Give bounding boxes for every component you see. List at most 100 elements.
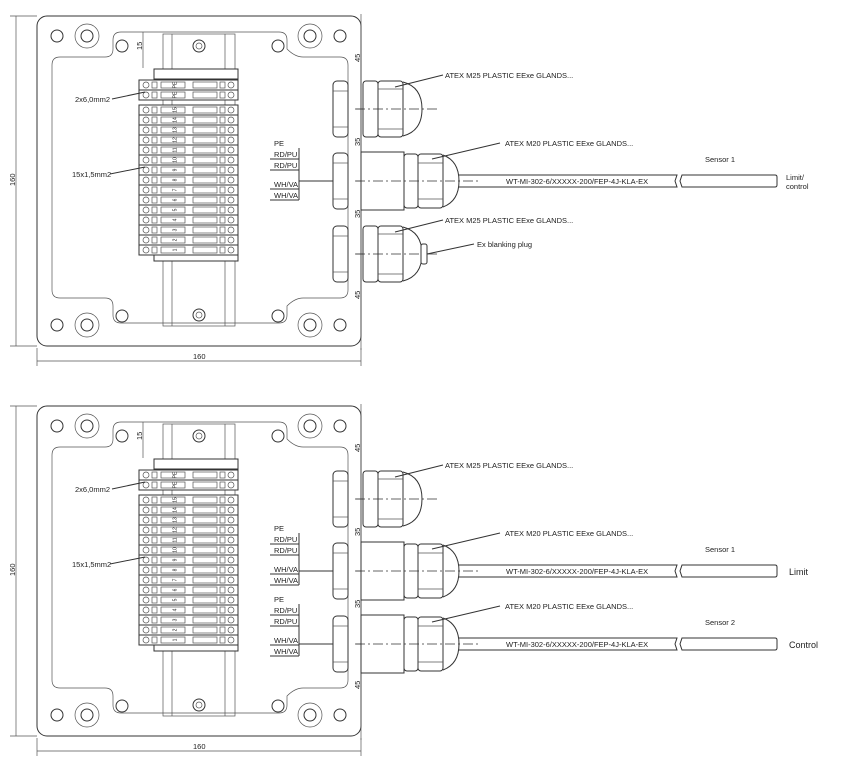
terminal-slot	[151, 136, 158, 144]
terminal-slot	[151, 216, 158, 224]
terminal-number: 14	[172, 117, 178, 123]
terminal-slot	[151, 636, 158, 644]
terminal-number: 3	[172, 228, 178, 231]
end-stop-top	[153, 68, 239, 80]
leader-line	[431, 605, 501, 623]
terminal-slot	[219, 81, 226, 89]
terminal: 10	[138, 154, 239, 166]
sensor-label: Sensor 1	[705, 155, 735, 164]
terminal-body	[138, 634, 239, 646]
terminal-screw-right	[227, 236, 235, 244]
terminal-marker	[160, 556, 186, 564]
mounting-hole	[303, 708, 317, 722]
terminal-marker-blank	[192, 186, 218, 194]
terminal-number: 4	[172, 608, 178, 611]
dimension-segment: 35	[353, 138, 362, 146]
terminal-screw-left	[142, 526, 150, 534]
terminal-screw-right	[227, 116, 235, 124]
terminal-marker	[160, 156, 186, 164]
terminal-number: 12	[172, 137, 178, 143]
lid-screw-hole	[115, 429, 129, 443]
terminal-screw-right	[227, 136, 235, 144]
mounting-boss	[74, 702, 100, 728]
terminal-marker	[160, 596, 186, 604]
terminal-body	[138, 234, 239, 246]
gland-locknut	[332, 615, 349, 673]
terminal-screw-right	[227, 546, 235, 554]
terminal-body	[138, 184, 239, 196]
terminal-slot	[219, 196, 226, 204]
terminal-body	[138, 584, 239, 596]
screw-hole	[50, 419, 64, 433]
terminal-marker	[160, 106, 186, 114]
terminal-marker	[160, 566, 186, 574]
terminal-slot	[219, 616, 226, 624]
terminal-number: 13	[172, 517, 178, 523]
terminal: 15	[138, 494, 239, 506]
enclosure-cavity	[51, 31, 349, 324]
terminal-slot	[219, 126, 226, 134]
terminal-number: 12	[172, 527, 178, 533]
cable-end	[679, 564, 778, 578]
gland-2: WT-MI-302-6/XXXXX-200/FEP-4J-KLA-EXSenso…	[332, 529, 809, 601]
drawing-2: 15PEPE1514131211109876543212x6,0mm215x1,…	[8, 404, 818, 756]
terminal: 12	[138, 134, 239, 146]
terminal-marker-blank	[192, 116, 218, 124]
enclosure-cavity	[51, 421, 349, 714]
blanking-plug	[420, 243, 428, 265]
terminal-slot	[219, 186, 226, 194]
terminal-screw-right	[227, 626, 235, 634]
terminal-marker-blank	[192, 216, 218, 224]
terminal-screw-right	[227, 576, 235, 584]
terminal-marker-blank	[192, 536, 218, 544]
terminal: 2	[138, 624, 239, 636]
terminal-number: 15	[172, 107, 178, 113]
screw-hole	[333, 708, 347, 722]
terminal-body	[138, 214, 239, 226]
terminal-screw-right	[227, 496, 235, 504]
terminal-slot	[219, 156, 226, 164]
gland-1: ATEX M25 PLASTIC EExe GLANDS...	[332, 71, 573, 138]
terminal-marker-blank	[192, 636, 218, 644]
terminal-body	[138, 134, 239, 146]
terminal: 3	[138, 224, 239, 236]
terminal-marker	[160, 576, 186, 584]
terminal-slot	[151, 556, 158, 564]
terminal-marker-blank	[192, 566, 218, 574]
dimension-top-offset: 15	[135, 432, 144, 440]
terminal: PE	[138, 469, 239, 481]
terminal-number: 15	[172, 497, 178, 503]
terminal-slot	[151, 616, 158, 624]
wire-label: WH/VA	[274, 647, 298, 656]
terminal-screw-left	[142, 496, 150, 504]
lid-screw-hole	[271, 39, 285, 53]
terminal-slot	[151, 606, 158, 614]
terminal-screw-left	[142, 81, 150, 89]
terminal-screw-right	[227, 516, 235, 524]
terminal-slot	[151, 626, 158, 634]
terminal-screw-left	[142, 566, 150, 574]
terminal-body	[138, 614, 239, 626]
terminal-marker	[160, 586, 186, 594]
terminal-screw-left	[142, 226, 150, 234]
terminal-slot	[151, 156, 158, 164]
terminal-slot	[219, 481, 226, 489]
dimension-segment: 45	[353, 681, 362, 689]
terminal-screw-left	[142, 156, 150, 164]
wire-label: PE	[274, 524, 284, 533]
terminal-number: 8	[172, 568, 178, 571]
terminal-body	[138, 124, 239, 136]
cable	[459, 564, 678, 578]
wire-size-pe: 2x6,0mm2	[75, 95, 110, 104]
terminal-screw-left	[142, 546, 150, 554]
terminal-marker-blank	[192, 106, 218, 114]
terminal-marker	[160, 616, 186, 624]
terminal-screw-right	[227, 556, 235, 564]
terminal: 1	[138, 244, 239, 256]
terminal: 14	[138, 504, 239, 516]
terminal-screw-right	[227, 166, 235, 174]
terminal-body	[138, 89, 239, 101]
terminal-slot	[219, 586, 226, 594]
terminal-number: 6	[172, 588, 178, 591]
